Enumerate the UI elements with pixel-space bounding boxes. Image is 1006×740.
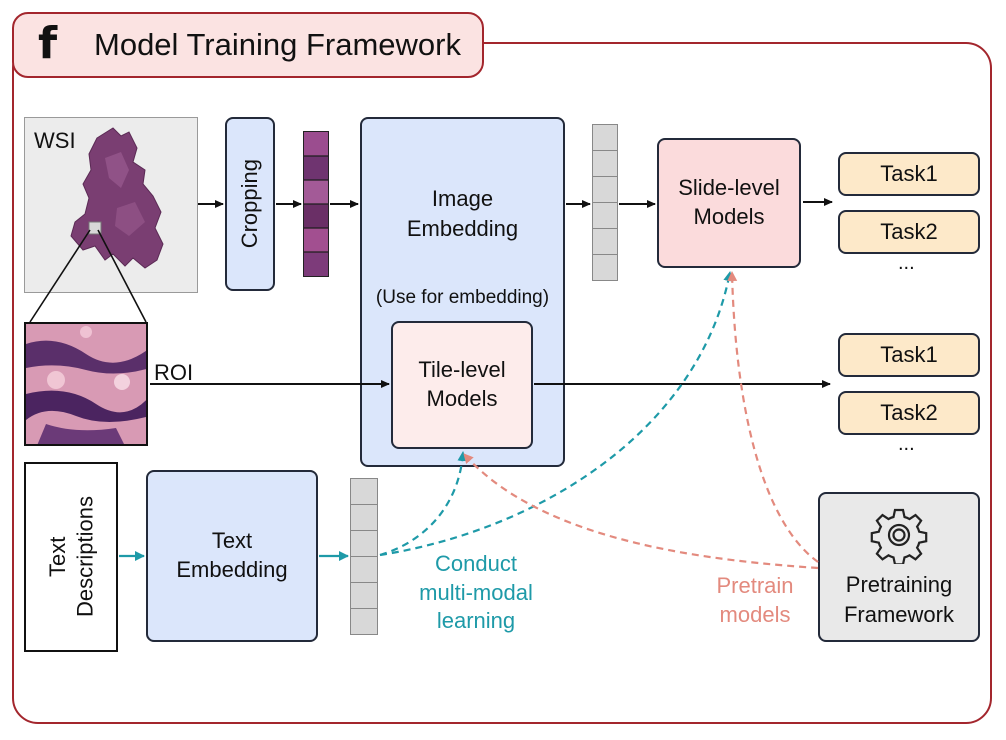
tile-level-models-box: Tile-level Models [391,321,533,449]
pretraining-line1: Pretraining [845,572,953,597]
multimodal-label: Conduct multi-modal learning [404,550,548,636]
pretraining-framework-label: Pretraining Framework [818,570,980,629]
panel-letter: f [38,18,58,69]
task1-mid: Task1 [838,333,980,377]
cropping-label: Cropping [236,159,262,249]
text-vector-cells [350,478,378,635]
text-embedding-line2: Embedding [176,557,288,582]
pretraining-line2: Framework [843,601,954,627]
text-descriptions-line1: Text [44,536,70,578]
roi-label: ROI [154,360,194,385]
text-embedding-box: Text Embedding [146,470,318,642]
image-embedding-note: (Use for embedding) [375,287,550,308]
task2-mid: Task2 [838,391,980,435]
text-embedding-line1: Text [211,528,253,554]
text-descriptions-line2: Descriptions [72,496,97,618]
pretrain-label: Pretrain models [700,572,810,629]
gear-icon-graphic [870,508,928,566]
tile-models-line2: Models [426,386,498,411]
tasks-top-ellipsis: ... [898,252,915,274]
image-embedding-vector [592,124,618,282]
task2-top: Task2 [838,210,980,254]
tile-strip [303,131,329,277]
cropping-box: Cropping [225,117,275,291]
task1-top: Task1 [838,152,980,196]
roi-tissue-graphic [26,324,146,444]
tile-models-line1: Tile-level [418,357,506,383]
image-embedding-line2: Embedding [406,216,519,241]
tile-strip-graphic [304,132,328,276]
title-tab [12,12,484,78]
wsi-label: WSI [34,128,76,153]
pretrain-line2: models [719,601,791,627]
figure-title: Model Training Framework [94,27,461,62]
slide-models-line2: Models [693,204,765,229]
roi-image [24,322,148,446]
gear-icon [870,506,928,566]
slide-level-models-box: Slide-level Models [657,138,801,268]
tasks-mid-ellipsis: ... [898,433,915,455]
multimodal-line1: Conduct [435,551,517,576]
multimodal-line3: learning [436,608,516,634]
pretrain-line1: Pretrain [716,573,794,598]
vector-cells [592,124,618,281]
pretraining-framework-box [818,492,980,642]
multimodal-line2: multi-modal [419,579,533,605]
image-embedding-line1: Image [431,186,494,211]
slide-models-line1: Slide-level [678,175,780,201]
text-embedding-vector [350,478,378,636]
